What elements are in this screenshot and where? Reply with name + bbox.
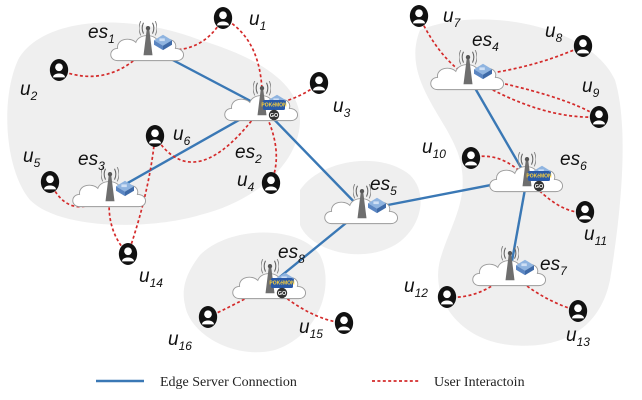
server-label: es1 <box>88 22 115 46</box>
user-label: u8 <box>545 21 563 45</box>
server-label: es2 <box>235 142 262 166</box>
user-label: u3 <box>333 96 351 120</box>
server-es2: POKéMON GO es2 <box>224 81 299 166</box>
user-label: u10 <box>422 137 446 161</box>
user-label: u14 <box>139 266 163 290</box>
server-es5: es5 <box>324 174 399 225</box>
server-label: es3 <box>78 149 105 173</box>
user-u13: u13 <box>566 300 590 349</box>
badge-go: GO <box>278 291 287 297</box>
user-label: u6 <box>173 124 191 148</box>
user-label: u1 <box>249 9 266 33</box>
user-icon <box>49 59 69 81</box>
user-label: u9 <box>582 76 600 100</box>
badge-title: POKéMON <box>261 103 287 109</box>
badge-title: POKéMON <box>269 281 295 287</box>
pokemon-go-badge: POKéMON GO <box>526 171 552 192</box>
connection-es4-es6 <box>466 75 529 179</box>
server-es6: POKéMON GO es6 <box>489 149 587 193</box>
pokemon-go-badge: POKéMON GO <box>261 100 287 121</box>
user-u15: u15 <box>299 312 354 341</box>
server-label: es7 <box>540 254 568 278</box>
user-icon <box>40 171 60 193</box>
badge-go: GO <box>535 184 544 190</box>
user-label: u15 <box>299 317 323 341</box>
interaction-u14-u6 <box>127 135 156 255</box>
legend-user-label: User Interactoin <box>434 375 525 390</box>
users: u1 u2 u3 u4 u5 u6 u7 u8 u9 u10 u11 u12 u13 u14 u15 u16 <box>20 5 609 353</box>
user-u12: u12 <box>404 276 457 308</box>
user-u4: u4 <box>237 170 281 194</box>
user-icon <box>568 300 588 322</box>
badge-go: GO <box>270 113 279 119</box>
legend-edge-label: Edge Server Connection <box>160 375 297 390</box>
user-icon <box>437 286 457 308</box>
interaction-u8-es4 <box>467 45 584 77</box>
user-label: u4 <box>237 170 255 194</box>
server-label: es8 <box>278 242 305 266</box>
user-u7: u7 <box>409 5 462 30</box>
server-es1: es1 <box>88 21 185 62</box>
user-label: u12 <box>404 276 428 300</box>
interaction-u6-es2 <box>154 106 263 163</box>
user-label: u7 <box>443 6 462 30</box>
interaction-u9-es4 <box>467 75 600 118</box>
server-label: es5 <box>370 174 397 198</box>
user-icon <box>198 306 218 328</box>
user-icon <box>575 201 595 223</box>
connection-es2-es5 <box>261 106 363 211</box>
user-icon <box>461 147 481 169</box>
user-icon <box>145 125 165 147</box>
user-icon <box>118 243 138 265</box>
user-icon <box>589 106 609 128</box>
region-left <box>7 22 301 225</box>
user-label: u2 <box>20 79 38 103</box>
user-u6: u6 <box>145 124 191 148</box>
user-label: u13 <box>566 325 590 349</box>
user-icon <box>213 7 233 29</box>
server-es3: es3 <box>72 149 147 208</box>
user-label: u5 <box>23 146 41 170</box>
user-icon <box>573 35 593 57</box>
user-u3: u3 <box>309 72 351 120</box>
user-u8: u8 <box>545 21 593 57</box>
server-label: es6 <box>560 149 587 173</box>
server-es8: POKéMON GO es8 <box>232 242 307 300</box>
user-u14: u14 <box>118 243 163 290</box>
user-u2: u2 <box>20 59 69 103</box>
user-icon <box>261 172 281 194</box>
user-u1: u1 <box>213 7 266 33</box>
server-label: es4 <box>472 30 499 54</box>
server-es7: es7 <box>472 246 568 287</box>
user-label: u11 <box>584 224 607 248</box>
pokemon-go-badge: POKéMON GO <box>269 278 295 299</box>
user-icon <box>309 72 329 94</box>
connection-es6-es7 <box>508 177 529 273</box>
badge-title: POKéMON <box>526 174 552 180</box>
user-u16: u16 <box>168 306 218 353</box>
edge-servers: es1POKéMONGOes2es3es4es5POKéMONGOes6es7P… <box>72 21 587 300</box>
user-u11: u11 <box>575 201 607 248</box>
user-icon <box>334 312 354 334</box>
user-icon <box>409 5 429 27</box>
legend: Edge Server Connection User Interactoin <box>96 375 525 390</box>
user-label: u16 <box>168 329 192 353</box>
user-u5: u5 <box>23 146 60 193</box>
connection-es2-es3 <box>109 105 263 195</box>
user-u10: u10 <box>422 137 481 169</box>
user-u9: u9 <box>582 76 609 128</box>
server-es4: es4 <box>430 30 505 91</box>
